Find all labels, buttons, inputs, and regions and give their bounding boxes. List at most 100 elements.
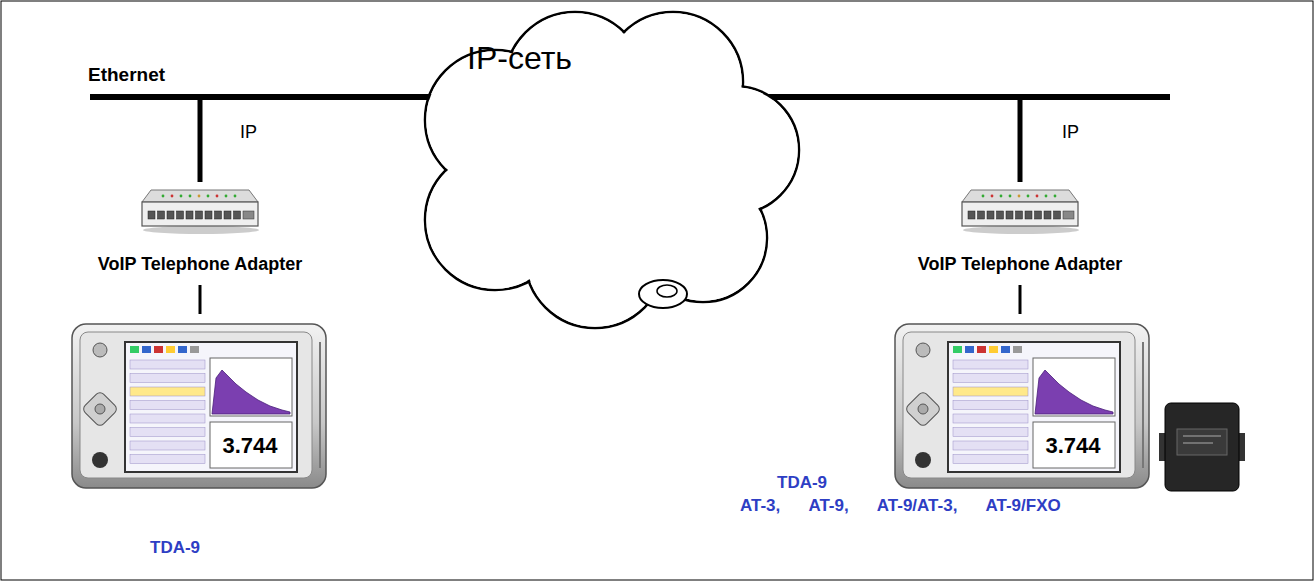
at-3-print — [1183, 443, 1213, 444]
cloud-fill — [426, 13, 797, 326]
top-face — [142, 190, 258, 202]
connector-line — [1019, 285, 1022, 314]
toolbar-icon — [965, 346, 974, 353]
port — [1054, 211, 1061, 219]
enter-button — [915, 452, 931, 468]
port — [215, 211, 222, 219]
toolbar-icon — [142, 346, 151, 353]
device-label: TDA-9 — [150, 538, 200, 558]
port — [234, 211, 241, 219]
device-label: AT-3, AT-9, AT-9/AT-3, AT-9/FXO — [740, 496, 1061, 516]
port-wide — [243, 211, 254, 219]
front-panel — [903, 332, 1135, 478]
port — [1006, 211, 1013, 219]
screen-value: 3.744 — [222, 433, 277, 458]
led — [1009, 195, 1012, 198]
toolbar-icon — [178, 346, 187, 353]
port-wide — [1063, 211, 1074, 219]
cloud-swirl — [657, 285, 677, 297]
protocol-label: IP — [240, 122, 257, 143]
screen-value: 3.744 — [1045, 433, 1100, 458]
value-box — [1033, 422, 1115, 468]
port — [148, 211, 155, 219]
toolbar-icon — [130, 346, 139, 353]
menu-row — [130, 441, 205, 450]
toolbar-icon — [190, 346, 199, 353]
toolbar-icon — [977, 346, 986, 353]
port — [1025, 211, 1032, 219]
bus-drop — [198, 97, 203, 182]
menu-row — [953, 455, 1028, 464]
bus-drop — [1018, 97, 1023, 182]
led — [1036, 195, 1039, 198]
port — [205, 211, 212, 219]
value-box — [210, 422, 292, 468]
port — [167, 211, 174, 219]
at-3-print — [1183, 436, 1221, 437]
led — [207, 195, 210, 198]
nav-pad — [82, 391, 119, 428]
port — [224, 211, 231, 219]
toolbar-icon — [154, 346, 163, 353]
port — [1035, 211, 1042, 219]
led — [1018, 195, 1021, 198]
test-device: TDA-9AT-3, AT-9, AT-9/AT-3, AT-9/FXO — [735, 318, 1255, 523]
side-trim — [1142, 342, 1144, 468]
test-device: TDA-9 — [70, 318, 332, 568]
led — [171, 195, 174, 198]
power-button — [916, 343, 930, 357]
cloud-outline — [405, 10, 810, 330]
toolbar-icon — [166, 346, 175, 353]
shadow — [143, 226, 259, 234]
led — [1027, 195, 1030, 198]
side-trim — [319, 342, 321, 468]
nav-pad — [905, 391, 942, 428]
nav-center — [918, 404, 928, 414]
adapter-icon — [959, 186, 1081, 236]
port — [196, 211, 203, 219]
cloud-stroke — [425, 12, 799, 328]
led — [225, 195, 228, 198]
spectrum-area — [1035, 370, 1113, 414]
device-body — [72, 324, 326, 488]
adapter-label: VoIP Telephone Adapter — [918, 254, 1122, 275]
power-button — [93, 343, 107, 357]
led — [234, 195, 237, 198]
menu-row — [130, 360, 205, 369]
menu-row — [953, 401, 1028, 410]
menu-row — [130, 414, 205, 423]
led — [982, 195, 985, 198]
toolbar-icon — [1001, 346, 1010, 353]
led — [1045, 195, 1048, 198]
cloud-lobe-fill — [496, 61, 713, 278]
menu-row — [953, 360, 1028, 369]
menu-row — [953, 414, 1028, 423]
device-body — [895, 324, 1149, 488]
menu-row — [130, 428, 205, 437]
led — [198, 195, 201, 198]
tda-9-device — [735, 318, 1255, 523]
cloud-swirl — [639, 280, 687, 308]
adapter-icon — [139, 186, 261, 236]
led — [1000, 195, 1003, 198]
front-panel — [80, 332, 312, 478]
port — [186, 211, 193, 219]
menu-row — [953, 387, 1028, 396]
port — [997, 211, 1004, 219]
housing — [895, 324, 1149, 488]
led — [180, 195, 183, 198]
led — [189, 195, 192, 198]
front-face — [962, 202, 1078, 226]
chart-frame — [210, 358, 292, 416]
nav-center — [95, 404, 105, 414]
screen — [948, 342, 1120, 472]
at-3-adapter — [1159, 403, 1245, 491]
toolbar-icon — [953, 346, 962, 353]
enter-button — [92, 452, 108, 468]
voip-adapter: VoIP Telephone Adapter — [895, 186, 1145, 279]
port — [978, 211, 985, 219]
housing — [72, 324, 326, 488]
ip-network-cloud: IP-сеть — [405, 10, 810, 330]
